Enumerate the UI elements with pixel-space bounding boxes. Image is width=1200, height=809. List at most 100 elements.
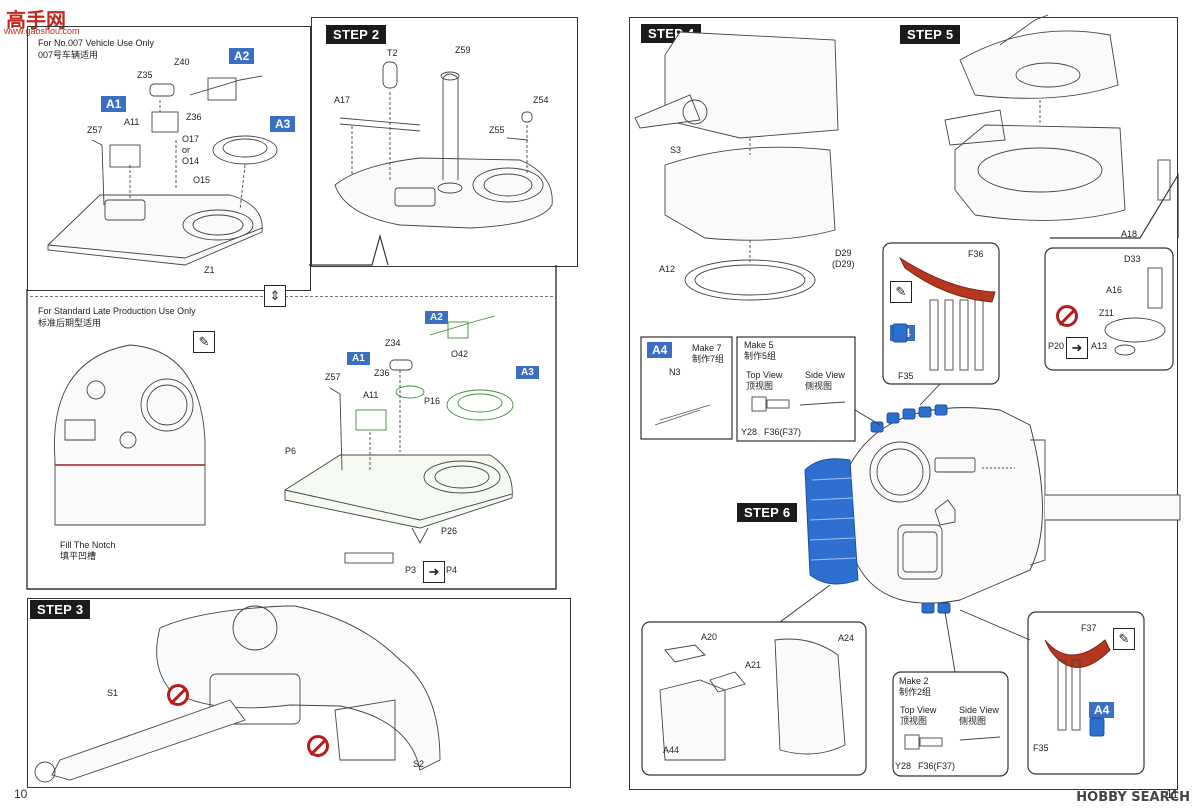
top-view-cn-2: 顶视图: [900, 716, 928, 726]
no-glue-icon-s1: [167, 684, 189, 706]
step2-frame: [311, 17, 578, 267]
part-f36f37-1: F36(F37): [764, 427, 802, 437]
part-f36: F36: [968, 249, 984, 259]
part-a11-std: A11: [363, 390, 379, 400]
part-a44: A44: [663, 745, 680, 755]
part-or: or: [182, 145, 191, 155]
part-z59: Z59: [455, 45, 471, 55]
part-z34: Z34: [385, 338, 401, 348]
swap-arrows-icon: ⇕: [264, 285, 286, 307]
step5-label: STEP 5: [900, 25, 961, 44]
part-p26: P26: [441, 526, 458, 536]
brush-icon-step6-bottom: ✎: [1113, 628, 1135, 650]
part-z57: Z57: [87, 125, 103, 135]
part-f37: F37: [1081, 623, 1097, 633]
part-y28-1: Y28: [741, 427, 758, 437]
part-a18: A18: [1121, 229, 1138, 239]
tag-a1-step1: A1: [101, 96, 127, 112]
tag-a3-standard: A3: [516, 366, 539, 379]
part-t2: T2: [387, 48, 398, 58]
side-view-en-1: Side View: [805, 370, 845, 380]
brush-icon-step6-top: ✎: [890, 281, 912, 303]
page-number-left: 10: [14, 787, 28, 801]
part-a11: A11: [124, 117, 140, 127]
side-view-cn-1: 侧视图: [805, 381, 833, 391]
part-z55: Z55: [489, 125, 505, 135]
step6-label: STEP 6: [737, 503, 798, 522]
part-z36: Z36: [186, 112, 202, 122]
part-p16: P16: [424, 396, 441, 406]
page-number-right: 11: [1166, 787, 1179, 801]
side-view-en-2: Side View: [959, 705, 999, 715]
top-view-en-2: Top View: [900, 705, 937, 715]
part-a16: A16: [1106, 285, 1123, 295]
part-z11: Z11: [1099, 308, 1114, 318]
no-glue-icon-step5: [1056, 305, 1078, 327]
brush-icon-step2-std: ✎: [193, 331, 215, 353]
part-a13: A13: [1091, 341, 1108, 351]
vehicle007-note-en: For No.007 Vehicle Use Only: [38, 38, 155, 48]
part-z36-std: Z36: [374, 368, 390, 378]
part-y28-2: Y28: [895, 761, 912, 771]
part-f35: F35: [898, 371, 914, 381]
part-a24: A24: [838, 633, 855, 643]
part-f36f37-2: F36(F37): [918, 761, 956, 771]
watermark-logo: 高手网: [6, 8, 66, 32]
part-p4: P4: [446, 565, 458, 575]
step3-frame: [27, 598, 571, 788]
part-z54: Z54: [533, 95, 549, 105]
make5-en: Make 5: [744, 340, 774, 350]
right-page-frame: [629, 17, 1178, 790]
vehicle007-note-cn: 007号车辆适用: [38, 50, 99, 60]
part-d29: D29: [835, 248, 852, 258]
make7-en: Make 7: [692, 343, 722, 353]
arrow-right-icon-p4: ➜: [423, 561, 445, 583]
make7-cn: 制作7组: [692, 354, 725, 364]
tag-a1-standard: A1: [347, 352, 370, 365]
step1-frame: [27, 26, 311, 291]
make5-cn: 制作5组: [744, 351, 777, 361]
no-glue-icon-s2: [307, 735, 329, 757]
tag-a4-step6-bottom: A4: [1089, 702, 1115, 718]
fill-notch-note-en: Fill The Notch: [60, 540, 116, 550]
part-o17: O17: [182, 134, 200, 144]
part-z35: Z35: [137, 70, 153, 80]
part-d33: D33: [1124, 254, 1141, 264]
fill-notch-note-cn: 填平凹槽: [60, 551, 97, 561]
top-view-en-1: Top View: [746, 370, 783, 380]
arrow-right-icon-p20: ➜: [1066, 337, 1088, 359]
part-p3: P3: [405, 565, 417, 575]
part-s3: S3: [670, 145, 682, 155]
make2-en: Make 2: [899, 676, 929, 686]
part-p20: P20: [1048, 341, 1065, 351]
part-d29-alt: (D29): [832, 259, 855, 269]
step3-label: STEP 3: [30, 600, 91, 619]
tag-a3-step1: A3: [270, 116, 296, 132]
part-a21: A21: [745, 660, 762, 670]
make2-cn: 制作2组: [899, 687, 932, 697]
standard-note-en: For Standard Late Production Use Only: [38, 306, 196, 316]
tag-a2-standard: A2: [425, 311, 448, 324]
top-view-cn-1: 顶视图: [746, 381, 774, 391]
part-z40: Z40: [174, 57, 190, 67]
part-o14: O14: [182, 156, 200, 166]
watermark-hobbysearch: HOBBY SEARCH: [1076, 790, 1190, 805]
tag-a4-make7: A4: [647, 342, 673, 358]
part-f35-2: F35: [1033, 743, 1049, 753]
side-view-cn-2: 侧视图: [959, 716, 987, 726]
part-s2: S2: [413, 759, 425, 769]
part-a12: A12: [659, 264, 676, 274]
part-z1: Z1: [204, 265, 215, 275]
part-o42: O42: [451, 349, 469, 359]
part-n3: N3: [669, 367, 681, 377]
tag-a2-step1: A2: [229, 48, 255, 64]
watermark-url: www.gaoshou.com: [4, 26, 80, 36]
part-s1: S1: [107, 688, 119, 698]
part-z57-std: Z57: [325, 372, 341, 382]
step2-label: STEP 2: [326, 25, 387, 44]
part-p6: P6: [285, 446, 297, 456]
part-a20: A20: [701, 632, 718, 642]
part-o15: O15: [193, 175, 211, 185]
variant-divider: [30, 296, 553, 297]
